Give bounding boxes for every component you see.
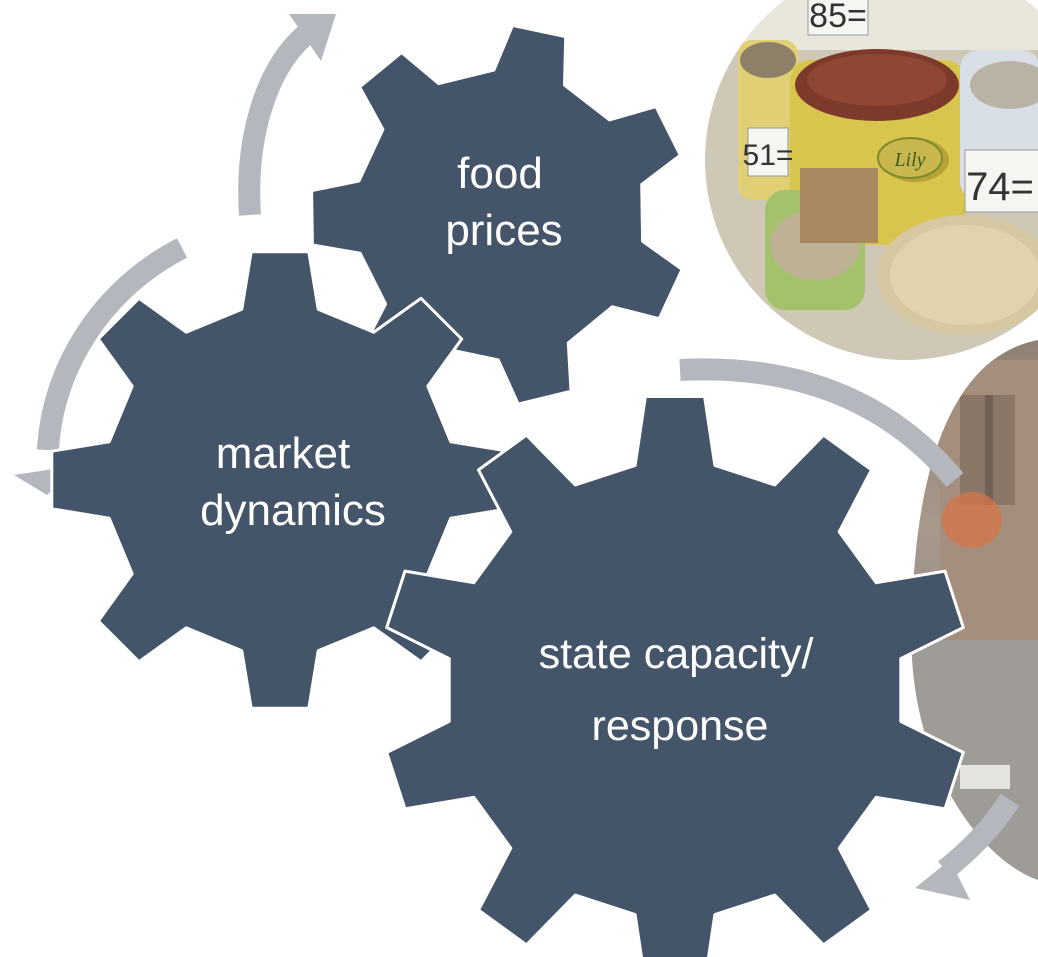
market-dynamics-label-line1: market xyxy=(216,429,350,478)
food-prices-label-line2: prices xyxy=(445,206,562,255)
arrow-down-left-state xyxy=(915,793,1020,900)
svg-text:74=: 74= xyxy=(966,165,1034,209)
market-dynamics-label-line2: dynamics xyxy=(200,486,386,535)
grain-market-photo: 85= 51= 74= Lily xyxy=(705,0,1038,360)
arrow-up-food-prices xyxy=(238,14,336,216)
food-prices-label-line1: food xyxy=(457,149,543,198)
state-capacity-gear xyxy=(385,395,965,957)
svg-text:51=: 51= xyxy=(743,139,794,172)
arrow-right-state xyxy=(679,358,964,488)
market-dynamics-gear xyxy=(50,250,510,710)
state-capacity-label-line1: state capacity/ xyxy=(539,630,814,678)
state-capacity-label-line2: response xyxy=(592,702,769,750)
svg-text:Lily: Lily xyxy=(893,149,925,171)
svg-text:85=: 85= xyxy=(809,0,867,35)
